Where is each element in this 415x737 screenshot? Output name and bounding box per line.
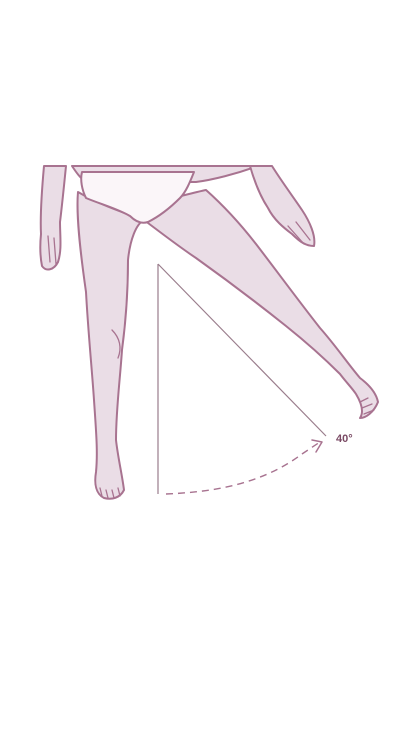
briefs [80, 171, 195, 224]
left-arm [39, 165, 67, 271]
arrow-head-icon [311, 439, 323, 453]
angle-label: 40° [336, 433, 353, 445]
standing-foot-detail [99, 487, 121, 499]
standing-knee-detail [111, 329, 121, 359]
angle-arc [165, 441, 321, 495]
angled-guide-line [157, 263, 327, 437]
right-hand-detail [287, 221, 311, 245]
raised-foot-detail [359, 397, 375, 415]
raised-leg [143, 189, 379, 419]
left-hand-detail [47, 235, 57, 265]
standing-leg [76, 191, 145, 500]
